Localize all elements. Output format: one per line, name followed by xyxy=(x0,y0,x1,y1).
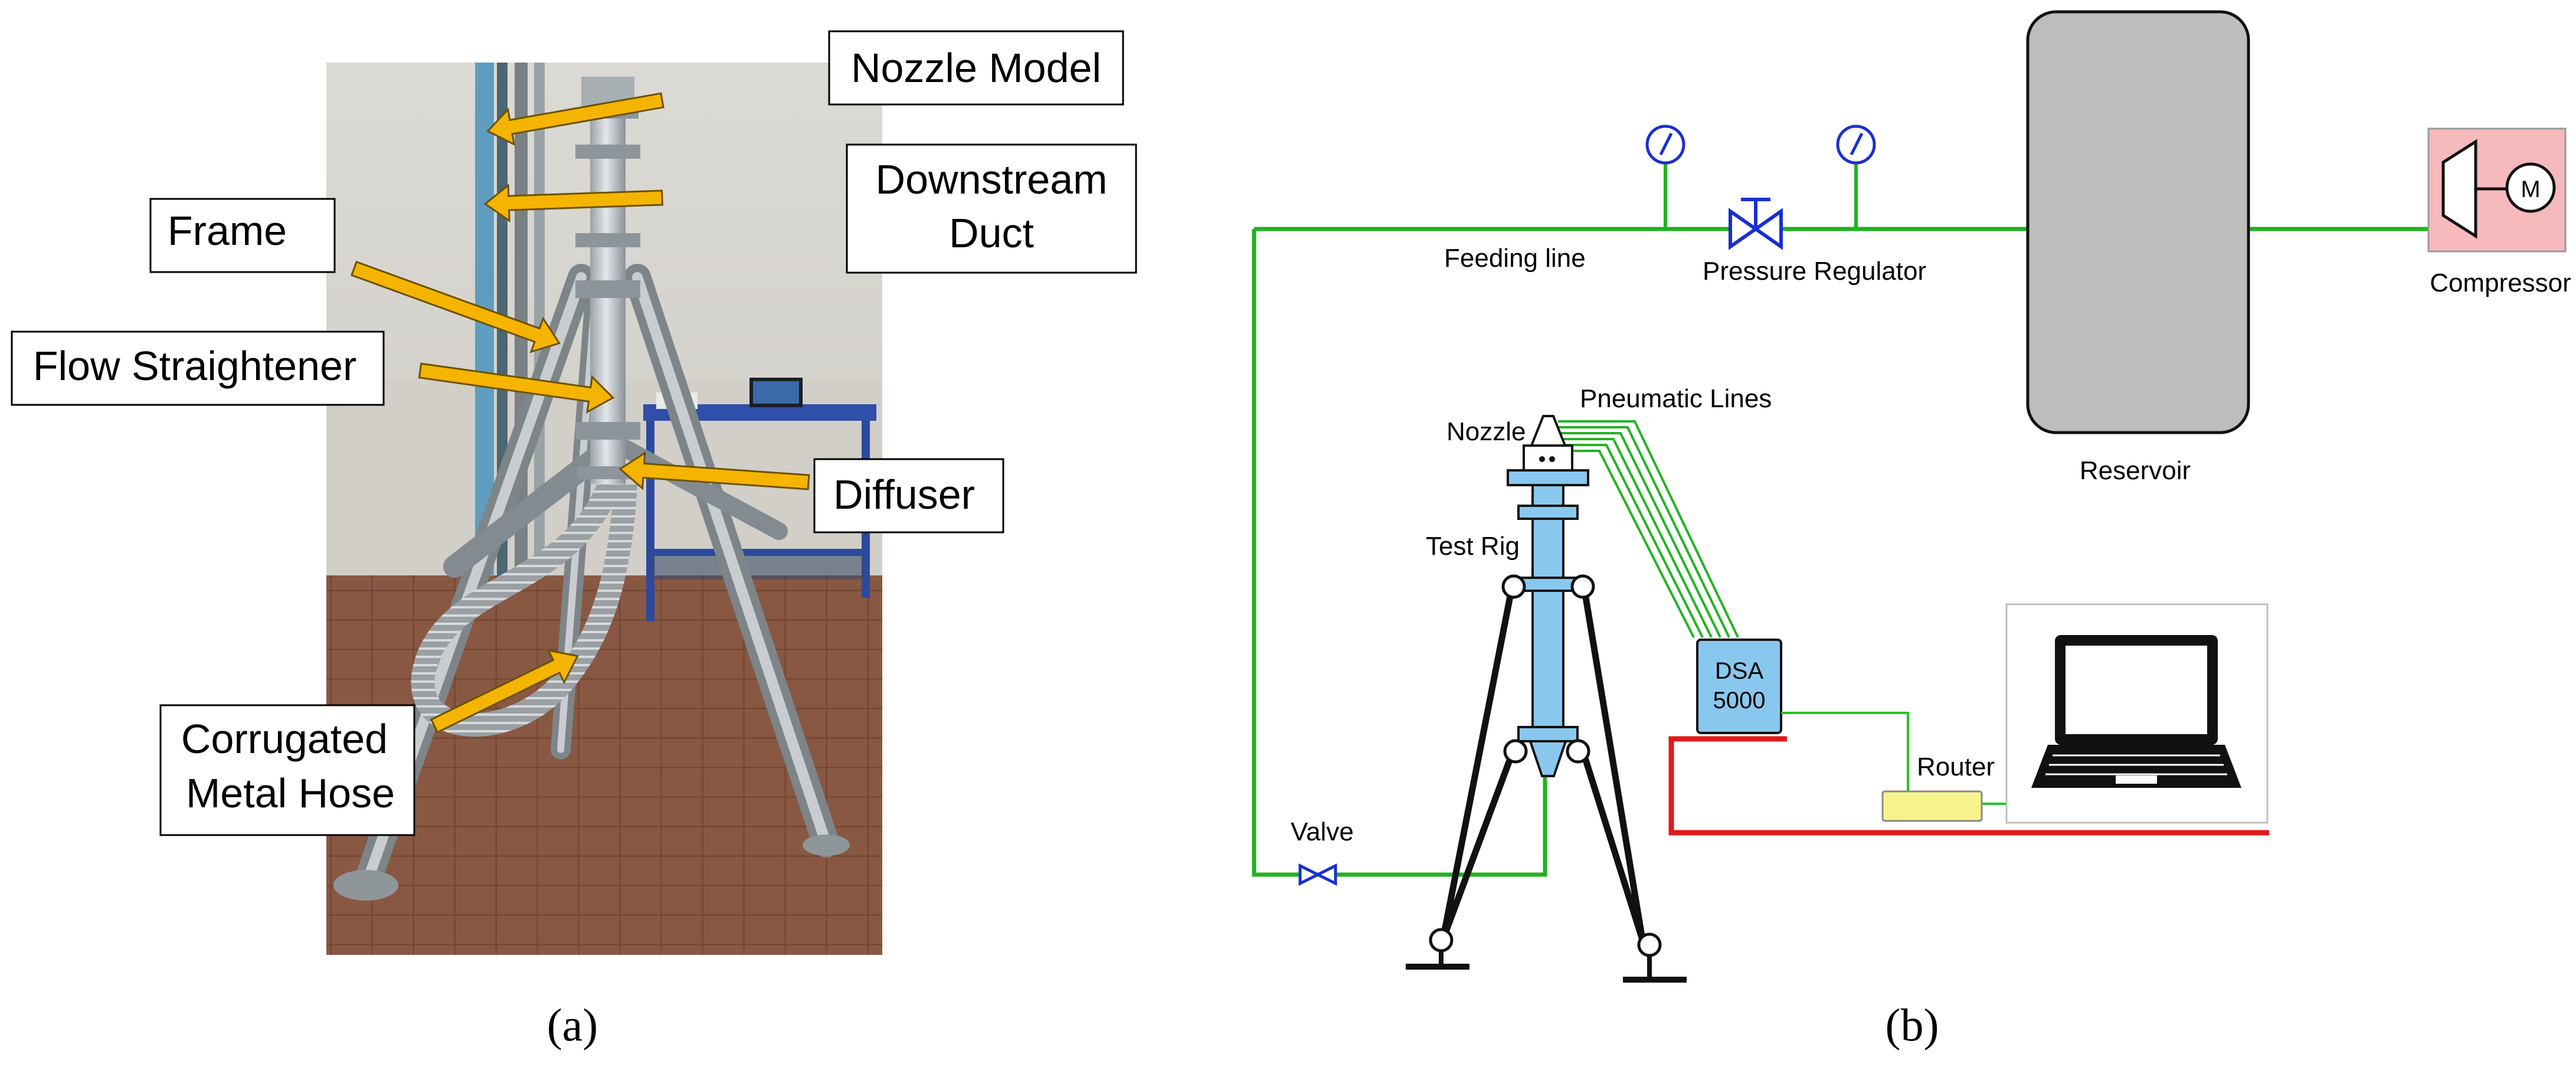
dsa-5000 xyxy=(1696,639,1782,734)
callout-downstream-duct-text-1: Downstream xyxy=(876,156,1108,202)
pressure-regulator xyxy=(1729,198,1783,250)
callout-corrugated-hose xyxy=(159,704,415,836)
callout-diffuser xyxy=(813,458,1004,534)
dsa-label-1: DSA xyxy=(1715,658,1764,684)
schematic-panel: Feeding line Pressure Regulator Reservoi… xyxy=(1252,10,2571,983)
test-rig xyxy=(1406,415,1687,983)
arrow-icon xyxy=(483,184,663,223)
callout-downstream-duct xyxy=(846,143,1137,274)
callout-boxes: Nozzle Model Downstream Duct Frame Flow … xyxy=(11,30,1137,836)
callout-corrugated-hose-text-2: Metal Hose xyxy=(186,770,395,816)
router-label: Router xyxy=(1917,752,1995,781)
callout-nozzle-model-text: Nozzle Model xyxy=(851,45,1101,91)
manual-valve xyxy=(1298,863,1337,886)
callout-diffuser-text: Diffuser xyxy=(833,472,975,518)
laptop-icon xyxy=(2031,635,2241,788)
callout-flow-straightener-text: Flow Straightener xyxy=(33,343,357,389)
callout-frame-text: Frame xyxy=(168,208,287,254)
arrow-icon xyxy=(430,649,579,734)
arrow-icon xyxy=(618,451,810,490)
dsa-router-signal xyxy=(1781,712,1909,792)
ethernet-cable xyxy=(1668,736,2269,836)
valve-icon xyxy=(1729,208,1759,250)
compressor: M xyxy=(2427,127,2567,253)
panel-b-label: (b) xyxy=(1886,999,1939,1050)
callout-downstream-duct-text-2: Duct xyxy=(949,210,1034,256)
valve-icon xyxy=(1298,863,1321,886)
router xyxy=(1881,790,1983,822)
central-stack xyxy=(575,77,640,484)
pressure-gauge-right xyxy=(1836,125,1876,229)
callout-frame xyxy=(149,198,336,273)
motor-label: M xyxy=(2521,176,2540,202)
callout-corrugated-hose-text-1: Corrugated xyxy=(181,716,388,762)
arrow-icon xyxy=(486,92,665,146)
panel-a-label: (a) xyxy=(547,999,598,1050)
reservoir xyxy=(2026,10,2250,434)
laptop xyxy=(2005,603,2269,824)
valve-label: Valve xyxy=(1291,817,1354,846)
pressure-gauge-left xyxy=(1645,125,1685,229)
dsa-label-2: 5000 xyxy=(1713,688,1766,713)
callout-nozzle-model xyxy=(828,30,1124,106)
arrow-icon xyxy=(418,362,615,414)
reservoir-label: Reservoir xyxy=(2080,456,2191,485)
motor-icon xyxy=(2505,162,2556,213)
callout-flow-straightener xyxy=(11,330,385,406)
compressor-label: Compressor xyxy=(2430,269,2571,297)
arrow-icon xyxy=(350,260,561,354)
nozzle-label: Nozzle xyxy=(1446,417,1526,446)
pressure-regulator-label: Pressure Regulator xyxy=(1703,257,1926,286)
callout-arrows xyxy=(350,92,810,734)
test-rig-label: Test Rig xyxy=(1426,532,1520,561)
feeding-line-label: Feeding line xyxy=(1444,244,1586,273)
valve-to-rig-line xyxy=(1346,741,1547,877)
pneumatic-lines-label: Pneumatic Lines xyxy=(1580,384,1772,413)
